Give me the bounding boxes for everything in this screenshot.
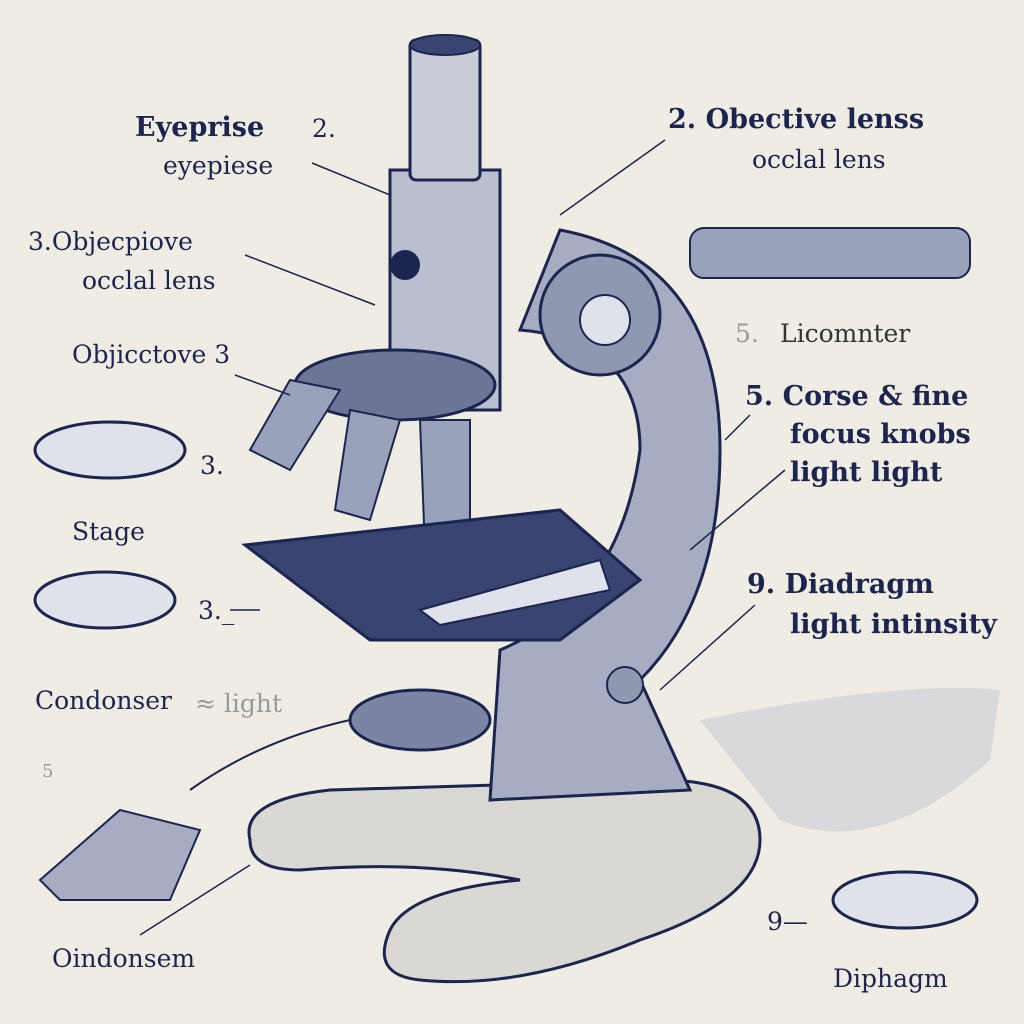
cast-shadow: [700, 688, 1000, 832]
tube-screw: [390, 250, 420, 280]
label-licomnter: Licomnter: [780, 319, 911, 348]
label-eyepiece-title: Eyeprise: [135, 112, 265, 143]
lens-part-3: [831, 870, 979, 930]
label-objective-small: Objicctove 3: [72, 340, 231, 369]
light-cord: [189, 719, 351, 791]
label-objective-right-title: 2. Obective lenss: [668, 104, 925, 135]
eyepiece-tube: [408, 38, 482, 182]
label-condenser-title: Condonser: [35, 686, 173, 715]
label-lamp-num: 5: [42, 761, 54, 782]
label-eyepiece-sub: eyepiese: [163, 151, 274, 180]
label-focus-line3: light light: [790, 457, 943, 488]
objective-2: [333, 408, 402, 522]
label-diaphragm-num: 9—: [767, 907, 808, 936]
label-diaphragm-line1: 9. Diadragm: [747, 569, 934, 600]
objective-1: [248, 378, 342, 472]
eyepiece-top: [409, 34, 481, 56]
label-stage: Stage: [72, 517, 145, 546]
fine-focus-knob: [579, 294, 631, 346]
label-condenser-faint: ≈ light: [195, 689, 283, 718]
leader-lines: [139, 139, 786, 936]
lens-part-1: [33, 420, 187, 480]
label-lens-num-2: 3._: [198, 596, 235, 625]
stage: [241, 508, 643, 642]
light-source: [38, 808, 202, 901]
label-licomnter-num: 5.: [735, 319, 759, 348]
label-eyepiece-num: 2.: [312, 114, 336, 143]
label-focus-line2: focus knobs: [790, 419, 971, 450]
label-diaphragm-line2: light intinsity: [790, 609, 997, 640]
lens-part-2: [33, 570, 177, 630]
label-objective-left-title: 3.Objecpiove: [28, 227, 193, 256]
label-objective-left-sub: occlal lens: [82, 266, 216, 295]
label-focus-line1: 5. Corse & fine: [745, 381, 969, 412]
label-objective-right-sub: occlal lens: [752, 145, 886, 174]
objective-part: [689, 227, 971, 279]
label-lens-num-1: 3.: [200, 451, 224, 480]
label-condenser-bottom: Oindonsem: [52, 944, 196, 973]
stage-clip: [417, 558, 612, 627]
arm-screw: [606, 666, 644, 704]
microscope-base: [247, 778, 762, 984]
label-diaphragm-bottom: Diphagm: [833, 964, 948, 993]
condenser: [348, 688, 492, 752]
